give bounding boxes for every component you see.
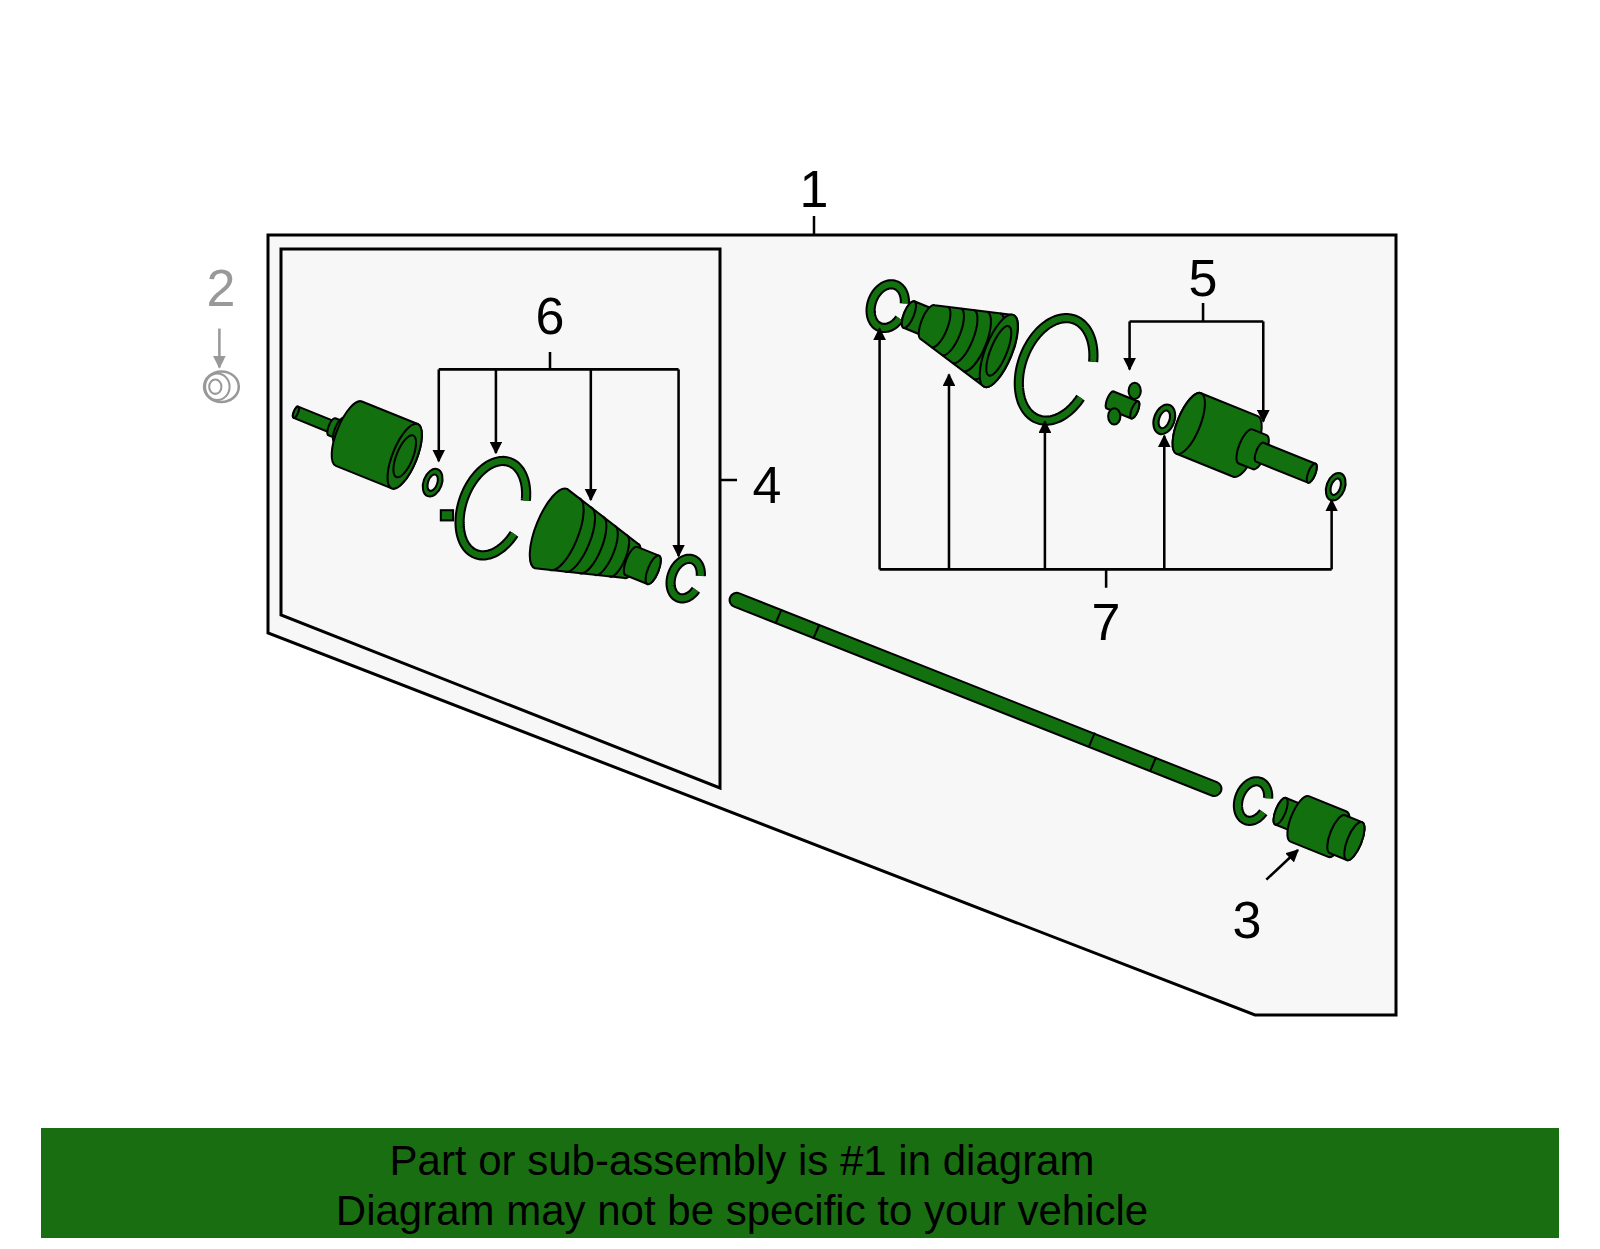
part-shape <box>281 379 429 493</box>
assembly-outline: 41 <box>268 235 1396 1015</box>
clamp-part <box>1005 308 1105 431</box>
part-shape <box>890 277 1026 392</box>
parts <box>281 277 1370 867</box>
notice-text: Part or sub-assembly is #1 in diagram <box>336 1136 1148 1186</box>
callout-number: 2 <box>207 262 236 314</box>
notice-text: Diagram may not be specific to your vehi… <box>336 1186 1148 1236</box>
notice-text-group: Part or sub-assembly is #1 in diagramDia… <box>336 1136 1148 1236</box>
clamp-part <box>665 555 705 603</box>
callout-number: 7 <box>1092 596 1121 648</box>
callout-number: 5 <box>1189 252 1218 304</box>
nut-symbol <box>204 329 239 402</box>
leader-lines <box>439 303 1332 880</box>
part-shape <box>1267 787 1370 867</box>
callout-number: 3 <box>1233 894 1262 946</box>
outline-shape <box>281 249 720 788</box>
callout-number: 1 <box>800 163 829 215</box>
outline-shape <box>268 235 1396 1015</box>
ring-part <box>419 466 446 499</box>
ring-part <box>1322 470 1349 503</box>
callout-number: 6 <box>536 290 565 342</box>
assembly-ground <box>268 235 1396 1016</box>
notice-band: Part or sub-assembly is #1 in diagramDia… <box>41 1128 1559 1238</box>
part-shape <box>1166 389 1327 505</box>
clamp-part <box>447 452 536 564</box>
clamp-part <box>1233 777 1273 825</box>
subassembly-outline: 4 <box>281 249 720 788</box>
part-shape <box>521 483 674 611</box>
callout-number: 4 <box>753 459 782 511</box>
